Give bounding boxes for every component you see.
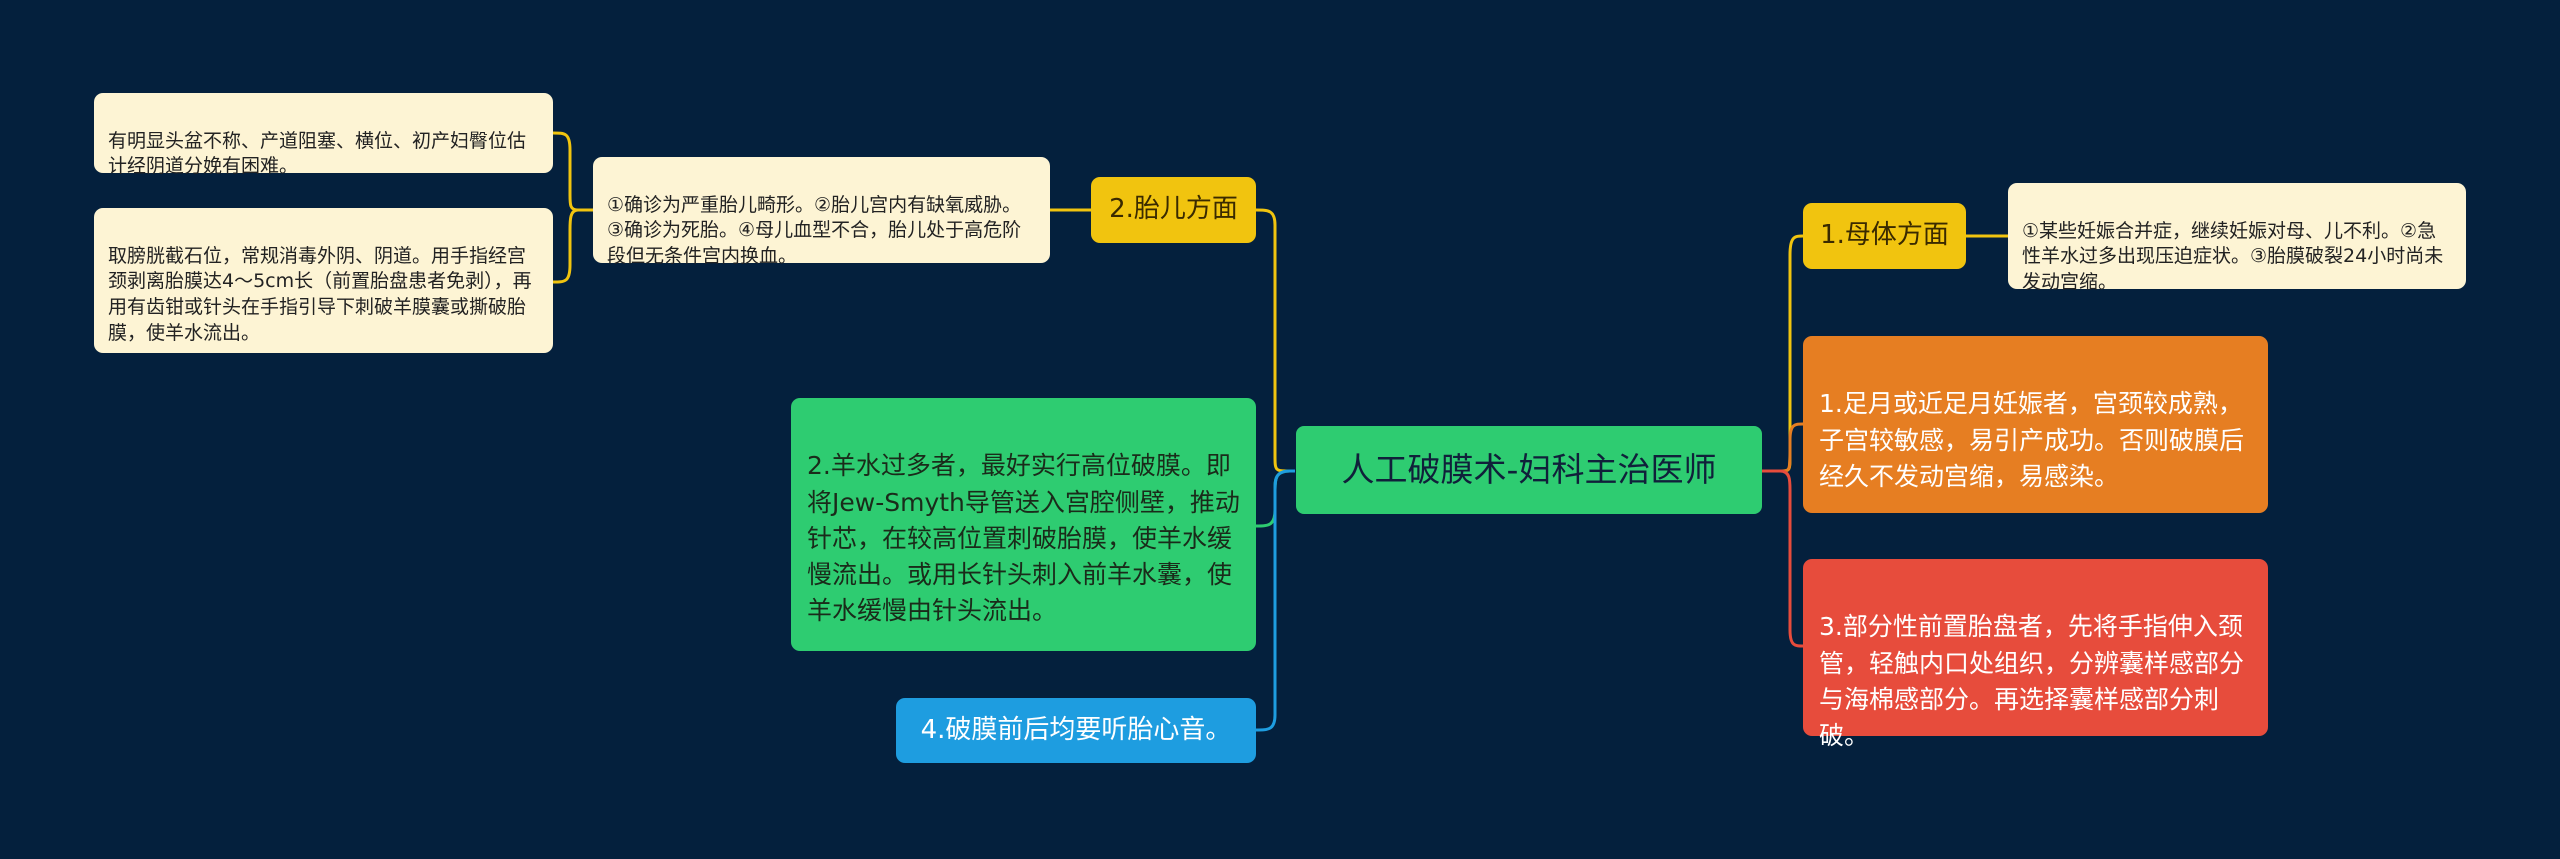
link-center-placenta	[1762, 469, 1804, 648]
contraindication-note-2[interactable]: 取膀胱截石位，常规消毒外阴、阴道。用手指经宫颈剥离胎膜达4～5cm长（前置胎盘患…	[94, 208, 553, 353]
maternal-note-text: ①某些妊娠合并症，继续妊娠对母、儿不利。②急性羊水过多出现压迫症状。③胎膜破裂2…	[2022, 219, 2444, 293]
heartbeat-text: 4.破膜前后均要听胎心音。	[920, 714, 1232, 745]
full-term-text: 1.足月或近足月妊娠者，宫颈较成熟，子宫较敏感，易引产成功。否则破膜后经久不发动…	[1819, 389, 2245, 491]
heartbeat-topic[interactable]: 4.破膜前后均要听胎心音。	[896, 698, 1256, 763]
link-center-maternal	[1762, 234, 1804, 473]
placenta-text: 3.部分性前置胎盘者，先将手指伸入颈管，轻触内口处组织，分辨囊样感部分与海棉感部…	[1819, 612, 2245, 750]
maternal-topic[interactable]: 1.母体方面	[1803, 203, 1966, 269]
polyhydramnios-text: 2.羊水过多者，最好实行高位破膜。即将Jew-Smyth导管送入宫腔侧壁，推动针…	[807, 451, 1240, 626]
fetal-topic-label: 2.胎儿方面	[1109, 194, 1238, 225]
central-topic-label: 人工破膜术-妇科主治医师	[1341, 449, 1717, 489]
central-topic[interactable]: 人工破膜术-妇科主治医师	[1296, 426, 1762, 514]
placenta-topic[interactable]: 3.部分性前置胎盘者，先将手指伸入颈管，轻触内口处组织，分辨囊样感部分与海棉感部…	[1803, 559, 2268, 750]
polyhydramnios-topic[interactable]: 2.羊水过多者，最好实行高位破膜。即将Jew-Smyth导管送入宫腔侧壁，推动针…	[791, 398, 1256, 651]
contraindication-1-text: 有明显头盆不称、产道阻塞、横位、初产妇臀位估计经阴道分娩有困难。	[108, 129, 527, 178]
maternal-topic-label: 1.母体方面	[1820, 220, 1949, 251]
link-center-heartbeat	[1255, 469, 1295, 732]
link-note-contra	[552, 131, 593, 284]
link-center-fullterm	[1762, 422, 1804, 473]
contraindication-note-1[interactable]: 有明显头盆不称、产道阻塞、横位、初产妇臀位估计经阴道分娩有困难。	[94, 93, 553, 177]
fetal-topic[interactable]: 2.胎儿方面	[1091, 177, 1256, 243]
full-term-topic[interactable]: 1.足月或近足月妊娠者，宫颈较成熟，子宫较敏感，易引产成功。否则破膜后经久不发动…	[1803, 336, 2268, 513]
maternal-note[interactable]: ①某些妊娠合并症，继续妊娠对母、儿不利。②急性羊水过多出现压迫症状。③胎膜破裂2…	[2008, 183, 2466, 293]
link-center-fetal	[1255, 208, 1295, 473]
fetal-note[interactable]: ①确诊为严重胎儿畸形。②胎儿宫内有缺氧威胁。③确诊为死胎。④母儿血型不合，胎儿处…	[593, 157, 1050, 267]
fetal-note-text: ①确诊为严重胎儿畸形。②胎儿宫内有缺氧威胁。③确诊为死胎。④母儿血型不合，胎儿处…	[607, 193, 1022, 267]
contraindication-2-text: 取膀胱截石位，常规消毒外阴、阴道。用手指经宫颈剥离胎膜达4～5cm长（前置胎盘患…	[108, 244, 532, 344]
